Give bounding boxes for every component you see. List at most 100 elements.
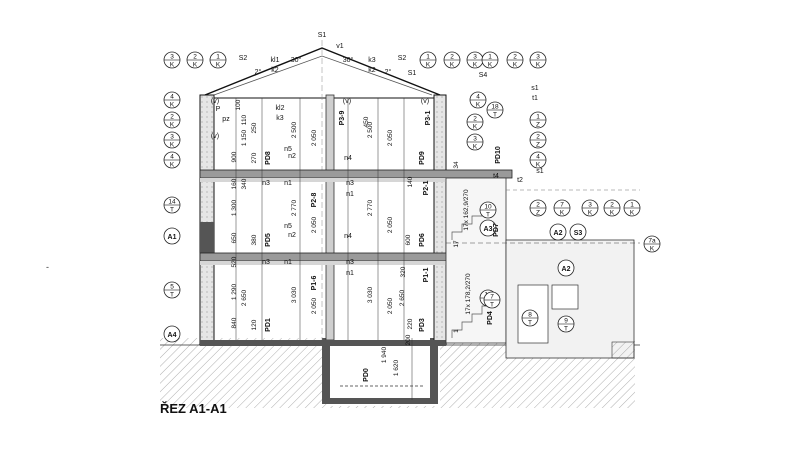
tag-number: 4 (536, 154, 540, 161)
room-label: n1 (346, 191, 354, 198)
tag-number: 9 (564, 318, 568, 325)
tag-number: 2 (536, 134, 540, 141)
dimension-label: 2 650 (241, 289, 248, 306)
tag-number: 7a (648, 238, 656, 245)
tag-type: T (490, 302, 494, 309)
room-label: n1 (346, 270, 354, 277)
door-label: PD6 (419, 233, 426, 247)
tag-number: 18 (491, 104, 499, 111)
dimension-label: 840 (231, 317, 238, 328)
tag-number: 3 (588, 202, 592, 209)
roof-label: kl1 (271, 57, 280, 64)
roof-angle: 2° (385, 68, 392, 76)
room-label: kl2 (276, 105, 285, 112)
tag-number: 1 (426, 54, 430, 61)
tag-number: 2 (610, 202, 614, 209)
tag-number: 3 (473, 54, 477, 61)
tag-right-7: 2Z (529, 199, 547, 217)
dimension-label: 120 (251, 319, 258, 330)
tag-label: A2 (562, 266, 571, 273)
room-label: n1 (284, 180, 292, 187)
tag-right-5: 1Z (529, 111, 547, 129)
dimension-label: 1 290 (231, 283, 238, 300)
tag-type: K (476, 102, 481, 109)
tag-top-4: 2K (443, 51, 461, 69)
door-label: P1-6 (311, 276, 318, 291)
room-label: (v) (211, 133, 219, 140)
tag-type: K (630, 210, 635, 217)
room-label: pz (222, 116, 230, 123)
dimension-label: 650 (231, 232, 238, 243)
tag-right-19: S3 (569, 223, 587, 241)
door-label: PD10 (495, 146, 502, 164)
room-label: n1 (284, 259, 292, 266)
dimension-label: 100 (235, 99, 242, 110)
door-label: PD3 (419, 318, 426, 332)
door-label: PD1 (265, 318, 272, 332)
tag-number: 2 (536, 202, 540, 209)
tag-left-3: 4K (163, 151, 181, 169)
tag-number: 4 (476, 94, 480, 101)
tag-type: K (170, 122, 175, 129)
tag-right-21: A3 (479, 219, 497, 237)
tag-left-4: 14T (163, 196, 181, 214)
tag-top-0: 3K (163, 51, 181, 69)
room-label: n3 (262, 180, 270, 187)
tag-top-2: 1K (209, 51, 227, 69)
room-label: n3 (262, 259, 270, 266)
tag-number: 10 (484, 204, 492, 211)
dimension-label: 600 (405, 234, 412, 245)
dimension-label: 2 050 (311, 297, 318, 314)
tag-top-3: 1K (419, 51, 437, 69)
dimension-label: 250 (251, 122, 258, 133)
tag-top-1: 2K (186, 51, 204, 69)
tag-number: 2 (450, 54, 454, 61)
room-label: n5 (284, 146, 292, 153)
tag-type: K (473, 124, 478, 131)
room-label: P (216, 106, 221, 113)
tag-right-14: 7T (483, 291, 501, 309)
dimension-label: 2 770 (291, 199, 298, 216)
tag-type: K (560, 210, 565, 217)
tag-type: K (588, 210, 593, 217)
tag-left-0: 4K (163, 91, 181, 109)
roof-label: v1 (336, 43, 344, 50)
tag-type: K (170, 142, 175, 149)
roof-label: k3 (368, 57, 376, 64)
door-label: PD0 (363, 368, 370, 382)
tag-number: 7 (560, 202, 564, 209)
tag-type: Z (536, 122, 540, 129)
tag-number: 7 (490, 294, 494, 301)
tag-number: 4 (170, 154, 174, 161)
tag-type: K (170, 102, 175, 109)
door-label: PD7 (493, 223, 500, 237)
dimension-label: 2 770 (367, 199, 374, 216)
tag-type: T (486, 212, 490, 219)
tag-right-6: 4K (529, 151, 547, 169)
roof-label: S1 (318, 32, 327, 39)
dimension-label: 1 150 (241, 129, 248, 146)
tag-right-2: 2K (466, 113, 484, 131)
door-label: PD5 (265, 233, 272, 247)
room-label: (v) (343, 98, 351, 105)
tag-number: 2 (473, 116, 477, 123)
tag-type: K (536, 162, 541, 169)
dimension-label: 17 (453, 240, 460, 248)
tag-right-11: 1K (623, 199, 641, 217)
dimension-label: 17x 178,2/270 (465, 273, 472, 315)
tag-right-18: A2 (549, 223, 567, 241)
roof-label: k2 (368, 67, 376, 74)
tag-top-7: 2K (506, 51, 524, 69)
tag-type: Z (536, 210, 540, 217)
tag-type: K (170, 62, 175, 69)
door-label: PD8 (265, 151, 272, 165)
tag-top-5: 3K (466, 51, 484, 69)
tag-number: 8 (528, 312, 532, 319)
tag-type: K (473, 144, 478, 151)
tag-label: A1 (168, 234, 177, 241)
dimension-label: 1 940 (381, 346, 388, 363)
tag-type: K (426, 62, 431, 69)
tag-type: T (170, 292, 174, 299)
